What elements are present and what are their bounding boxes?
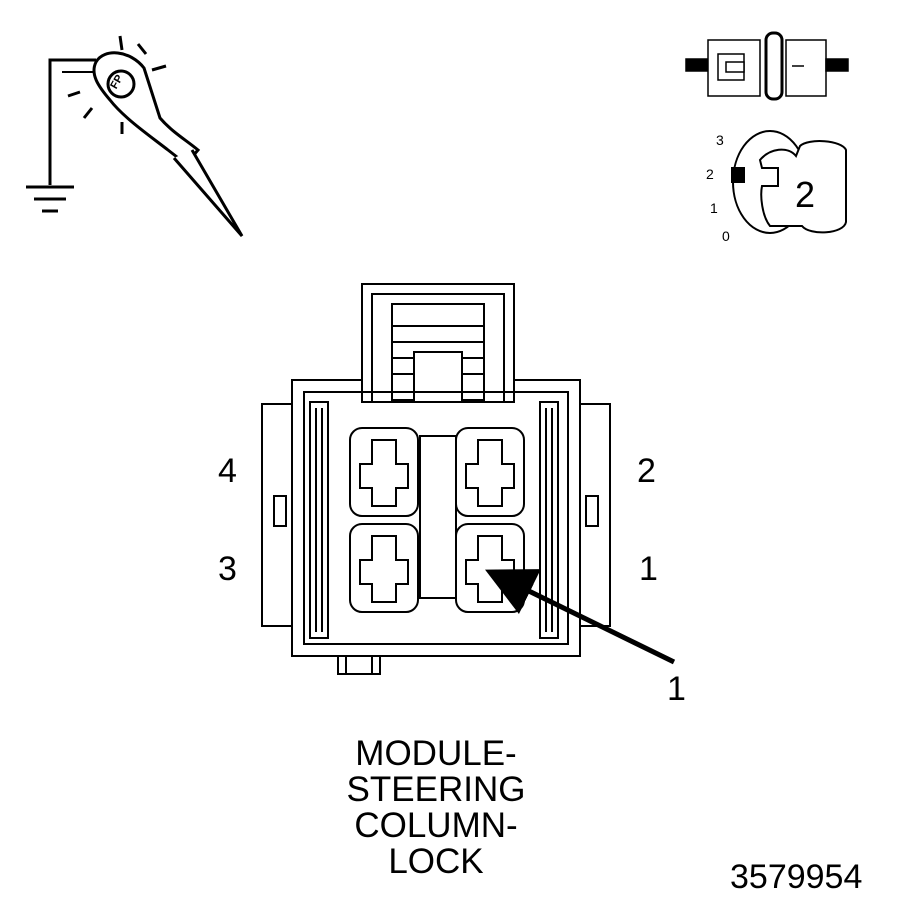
caption-line-2: STEERING (346, 770, 526, 809)
ignition-key-icon (731, 130, 847, 234)
caption-line-4: LOCK (388, 842, 484, 881)
ignition-position-1: 1 (710, 200, 718, 216)
caption-line-3: COLUMN- (354, 806, 518, 845)
component-caption: MODULE- STEERING COLUMN- LOCK (276, 736, 596, 880)
terminal-cavity-1 (455, 523, 525, 613)
terminal-cavity-2 (455, 427, 525, 517)
connector-disconnect-icon (685, 31, 849, 101)
callout-label: 1 (667, 670, 686, 708)
test-light-icon (26, 35, 244, 237)
ignition-position-2: 2 (706, 166, 714, 182)
connector-housing (261, 283, 611, 675)
ignition-position-0: 0 (722, 228, 730, 244)
pin-label-1: 1 (639, 550, 658, 588)
terminal-cavity-3 (349, 523, 419, 613)
ignition-key-position: 2 (795, 174, 816, 215)
pin-label-4: 4 (218, 452, 237, 490)
terminal-cavity-4 (349, 427, 419, 517)
pin-label-3: 3 (218, 550, 237, 588)
callout-arrow (485, 569, 676, 665)
ignition-position-3: 3 (716, 132, 724, 148)
pin-label-2: 2 (637, 452, 656, 490)
caption-line-1: MODULE- (355, 734, 517, 773)
figure-id: 3579954 (730, 858, 863, 896)
